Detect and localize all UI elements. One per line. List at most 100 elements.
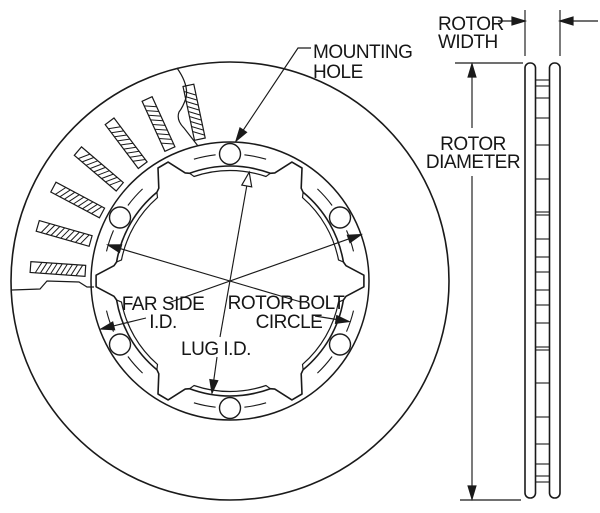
vent-slot-hatch (68, 194, 80, 203)
vent-slot-hatch (80, 234, 90, 245)
mounting-hole-leader-arrowhead (234, 127, 248, 143)
vent-slot-hatch (55, 263, 63, 275)
vent-slot-hatch (190, 121, 203, 126)
vent-slot-outline (182, 83, 206, 142)
vent-slot-hatch (70, 231, 80, 242)
rotor-plate-right (548, 62, 561, 499)
dimension-lines (455, 10, 598, 502)
mounting-hole-leader (234, 47, 311, 143)
rotor-width-label-line1: ROTOR (438, 14, 504, 35)
rotor-width-arrow-left (498, 16, 528, 26)
bolt-circle-arc (345, 310, 355, 332)
bolt-circle-arc (127, 188, 143, 206)
rotor-bolt-circle-leader-arrowhead (334, 314, 352, 325)
vent-slot-hatch (93, 166, 106, 173)
vent-slot-hatch (91, 206, 103, 215)
vent-slot-hatch (77, 199, 89, 207)
mounting-hole (108, 333, 132, 356)
bolt-circle-arc (193, 154, 216, 160)
vent-slot-hatch (81, 157, 94, 163)
vent-slot-hatch (101, 173, 114, 179)
vent-slot-hatch (65, 230, 75, 240)
vent-slot-hatch (40, 223, 51, 233)
mounting-hole (328, 206, 352, 229)
vent-slot-hatch (65, 264, 73, 276)
vent-slot-hatch (44, 262, 53, 274)
vent-slot-hatch (108, 126, 121, 130)
vent-slot-hatch (89, 163, 102, 170)
vent-slot-hatch (60, 263, 68, 275)
vent-slot-hatch (132, 159, 146, 162)
vent-slot-hatch (64, 191, 76, 200)
lug-id-chamfer-arc (116, 192, 159, 263)
vent-slot-hatch (187, 106, 200, 111)
mounting-hole (218, 142, 242, 166)
rotor-diameter-label-line2: DIAMETER (426, 152, 520, 173)
vent-slot-hatch (189, 116, 202, 121)
vent-slot-hatch (154, 128, 168, 131)
rotor-bolt-circle-label-line1: ROTOR BOLT (228, 293, 346, 314)
vent-slot-hatch (85, 160, 98, 166)
far-side-id-diameter-line-arrowhead (346, 233, 363, 244)
vent-slot-hatch (117, 138, 130, 142)
rotor-diameter-label-line1: ROTOR (440, 134, 506, 155)
vent-slot-hatch (188, 111, 201, 116)
section-break-jagged-line (11, 280, 94, 291)
rotor-bolt-circle-radius-line (105, 244, 302, 303)
rotor-bolt-circle-radius-line-line (107, 244, 302, 303)
vent-slot-hatch (75, 233, 85, 243)
vent-slot-hatch (50, 263, 58, 275)
lug-id-radius-line (219, 170, 253, 338)
bolt-circle-arc (193, 402, 216, 408)
mounting-hole-label-line1: MOUNTING (313, 42, 412, 63)
lug-id-leader-arrowhead (209, 378, 219, 396)
lug-id-chamfer-arc (116, 299, 159, 370)
vent-slot-hatch (114, 134, 127, 138)
vent-slot (35, 219, 93, 248)
rotor-width-arrow-right-arrowhead (557, 16, 574, 26)
vent-slot-hatch (148, 114, 161, 117)
section-break-wavy-line (176, 67, 199, 147)
vent-slot-hatch (120, 142, 134, 146)
vent-slot-hatch (152, 124, 166, 126)
vent-slot-hatch (50, 226, 61, 236)
bolt-circle-arc (244, 154, 267, 160)
vent-slot-hatch (146, 110, 159, 112)
vent-slot-hatch (73, 196, 85, 205)
vent-slot (141, 95, 176, 153)
vent-slot (182, 83, 206, 142)
vent-slot-hatch (97, 170, 110, 176)
far-side-id-leader (98, 317, 147, 331)
diagram-labels: MOUNTING HOLE ROTOR WIDTH ROTOR DIAMETER… (122, 14, 521, 360)
mounting-hole (108, 206, 132, 229)
rotor-diameter-line-upper-arrowhead (467, 61, 477, 78)
lug-id-label: LUG I.D. (181, 339, 251, 360)
rotor-outer-diameter-circle (10, 61, 450, 501)
lug-id-leader (209, 356, 219, 396)
vent-slot-outline (141, 95, 176, 153)
vent-slot (104, 117, 148, 170)
far-side-id-leader-arrowhead (98, 321, 116, 331)
vent-slot-hatch (183, 91, 197, 96)
rotor-diameter-line-lower-arrowhead (467, 485, 477, 502)
far-side-id-label-line2: I.D. (149, 312, 177, 333)
rotor-plate-left (524, 62, 537, 499)
lug-id-chamfer-arc (189, 169, 271, 178)
far-side-id-diameter-line (167, 233, 363, 304)
mounting-hole (218, 396, 242, 420)
rotor-bolt-circle-label-line2: CIRCLE (256, 312, 323, 333)
bolt-circle-arc (105, 230, 115, 252)
vent-slot-hatch (82, 201, 94, 210)
vent-slot-hatch (105, 176, 118, 183)
vent-slot-hatch (75, 264, 84, 276)
vent-slot-hatch (126, 150, 140, 154)
bolt-circle-arc (317, 188, 333, 206)
lug-id-chamfer-arc (301, 299, 344, 370)
vent-slot-hatch (109, 180, 122, 186)
bolt-circle-arc (105, 310, 115, 332)
vent-slot-hatch (111, 130, 124, 134)
vent-slot (29, 260, 87, 278)
vent-slot-hatch (156, 133, 170, 136)
